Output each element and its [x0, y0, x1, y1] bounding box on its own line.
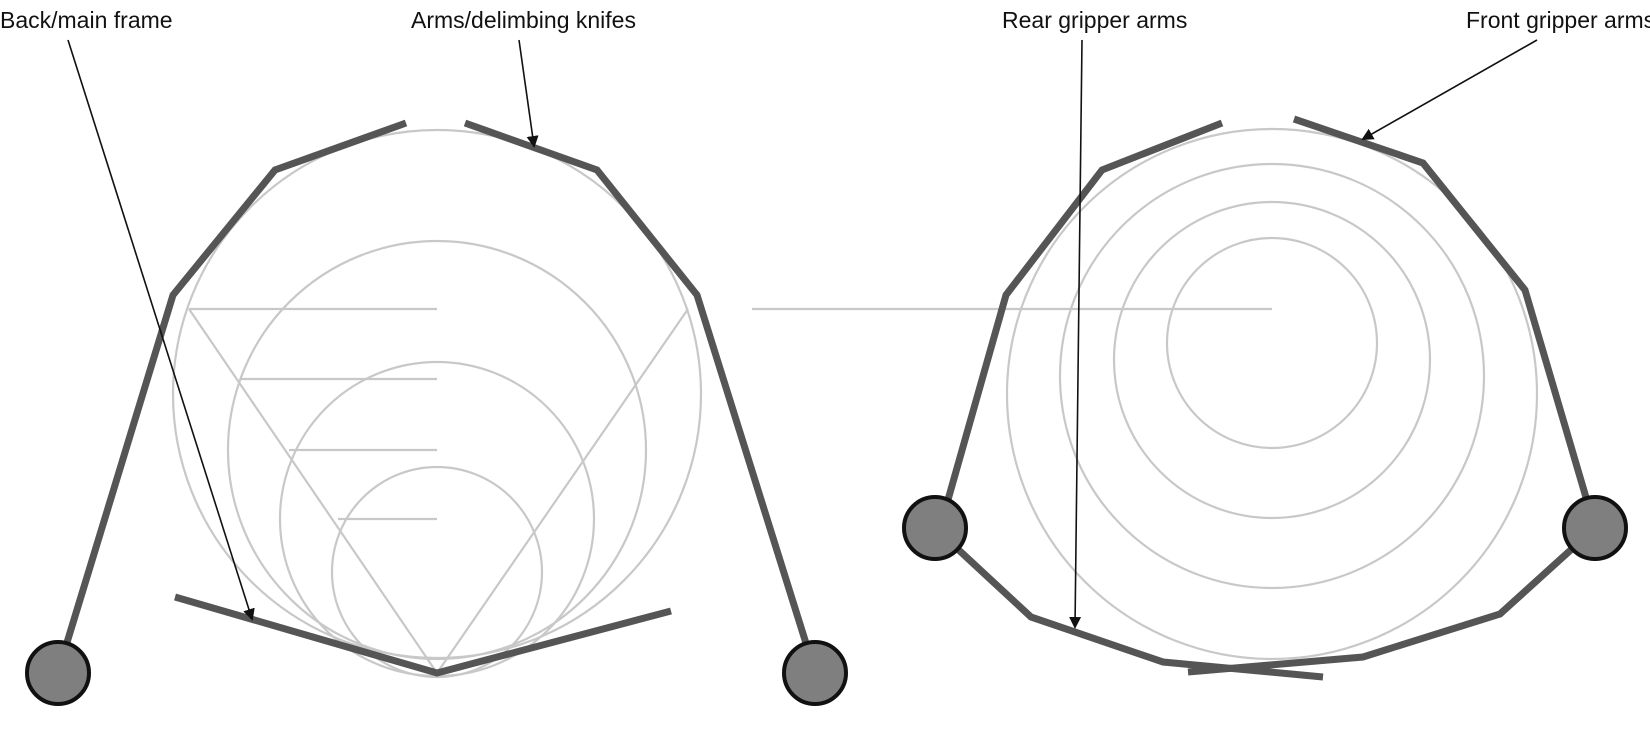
annotation-labels: Back/main frame Arms/delimbing knifes Re… — [0, 7, 1650, 33]
right-guide-circle-medium-large — [1058, 162, 1486, 590]
right-rear-gripper-left-arm — [932, 525, 1324, 681]
left-stem-size-guides — [171, 128, 703, 679]
right-stem-size-guides — [1005, 127, 1539, 661]
leader-rear-gripper-arms — [1069, 39, 1083, 629]
left-guide-circle-large — [171, 128, 703, 660]
right-pivot-joint-right — [1562, 495, 1628, 561]
left-guide-circle-small — [330, 465, 544, 679]
right-rear-gripper-right-arm — [1187, 525, 1598, 676]
left-guide-circle-medium-large — [226, 239, 648, 661]
left-back-main-frame — [174, 593, 672, 677]
annotation-leaders — [67, 39, 1538, 629]
left-pivot-joint-left — [25, 640, 91, 706]
right-pivot-joint-left — [902, 495, 968, 561]
leader-front-gripper-arms — [1361, 39, 1538, 140]
left-delimbing-knife-left-arm — [54, 119, 408, 674]
label-front-gripper-arms: Front gripper arms — [1466, 7, 1650, 33]
leader-arms-delimbing-knifes — [518, 39, 539, 148]
label-arms-delimbing-knifes: Arms/delimbing knifes — [411, 7, 636, 33]
right-guide-circle-medium — [1112, 200, 1432, 520]
left-pivot-joint-right — [782, 640, 848, 706]
right-guide-circle-small — [1165, 236, 1379, 450]
left-assembly — [25, 119, 848, 706]
left-v-guide — [188, 308, 689, 675]
right-front-gripper-right-arm — [1292, 115, 1599, 529]
right-guide-circle-large — [1005, 127, 1539, 661]
leader-back-main-frame — [67, 39, 255, 621]
right-front-gripper-left-arm — [936, 119, 1224, 529]
label-rear-gripper-arms: Rear gripper arms — [1002, 7, 1187, 33]
right-assembly — [752, 115, 1628, 681]
label-back-main-frame: Back/main frame — [0, 7, 173, 33]
